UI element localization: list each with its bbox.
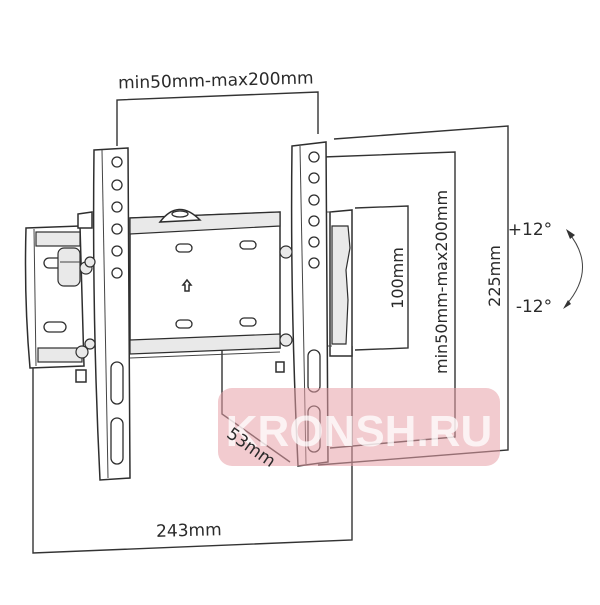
wall-plate-left xyxy=(24,211,93,369)
label-inner-vertical: 100mm xyxy=(388,247,407,309)
up-arrow-icon xyxy=(181,278,193,292)
label-vertical-range: min50mm-max200mm xyxy=(432,190,451,374)
label-width: 243mm xyxy=(156,520,222,542)
wall-plate-right xyxy=(320,209,353,357)
watermark: KRONSH.RU xyxy=(218,388,500,466)
tilt-knob-left xyxy=(57,247,93,287)
center-plate xyxy=(129,208,281,359)
vertical-arm-left xyxy=(84,147,131,481)
label-height: 225mm xyxy=(485,245,504,307)
watermark-text: KRONSH.RU xyxy=(226,407,492,456)
label-tilt-up: +12° xyxy=(508,220,552,240)
label-tilt-down: -12° xyxy=(516,297,552,317)
bolt-left-lower xyxy=(75,345,89,383)
label-top-width: min50mm-max200mm xyxy=(118,68,314,93)
